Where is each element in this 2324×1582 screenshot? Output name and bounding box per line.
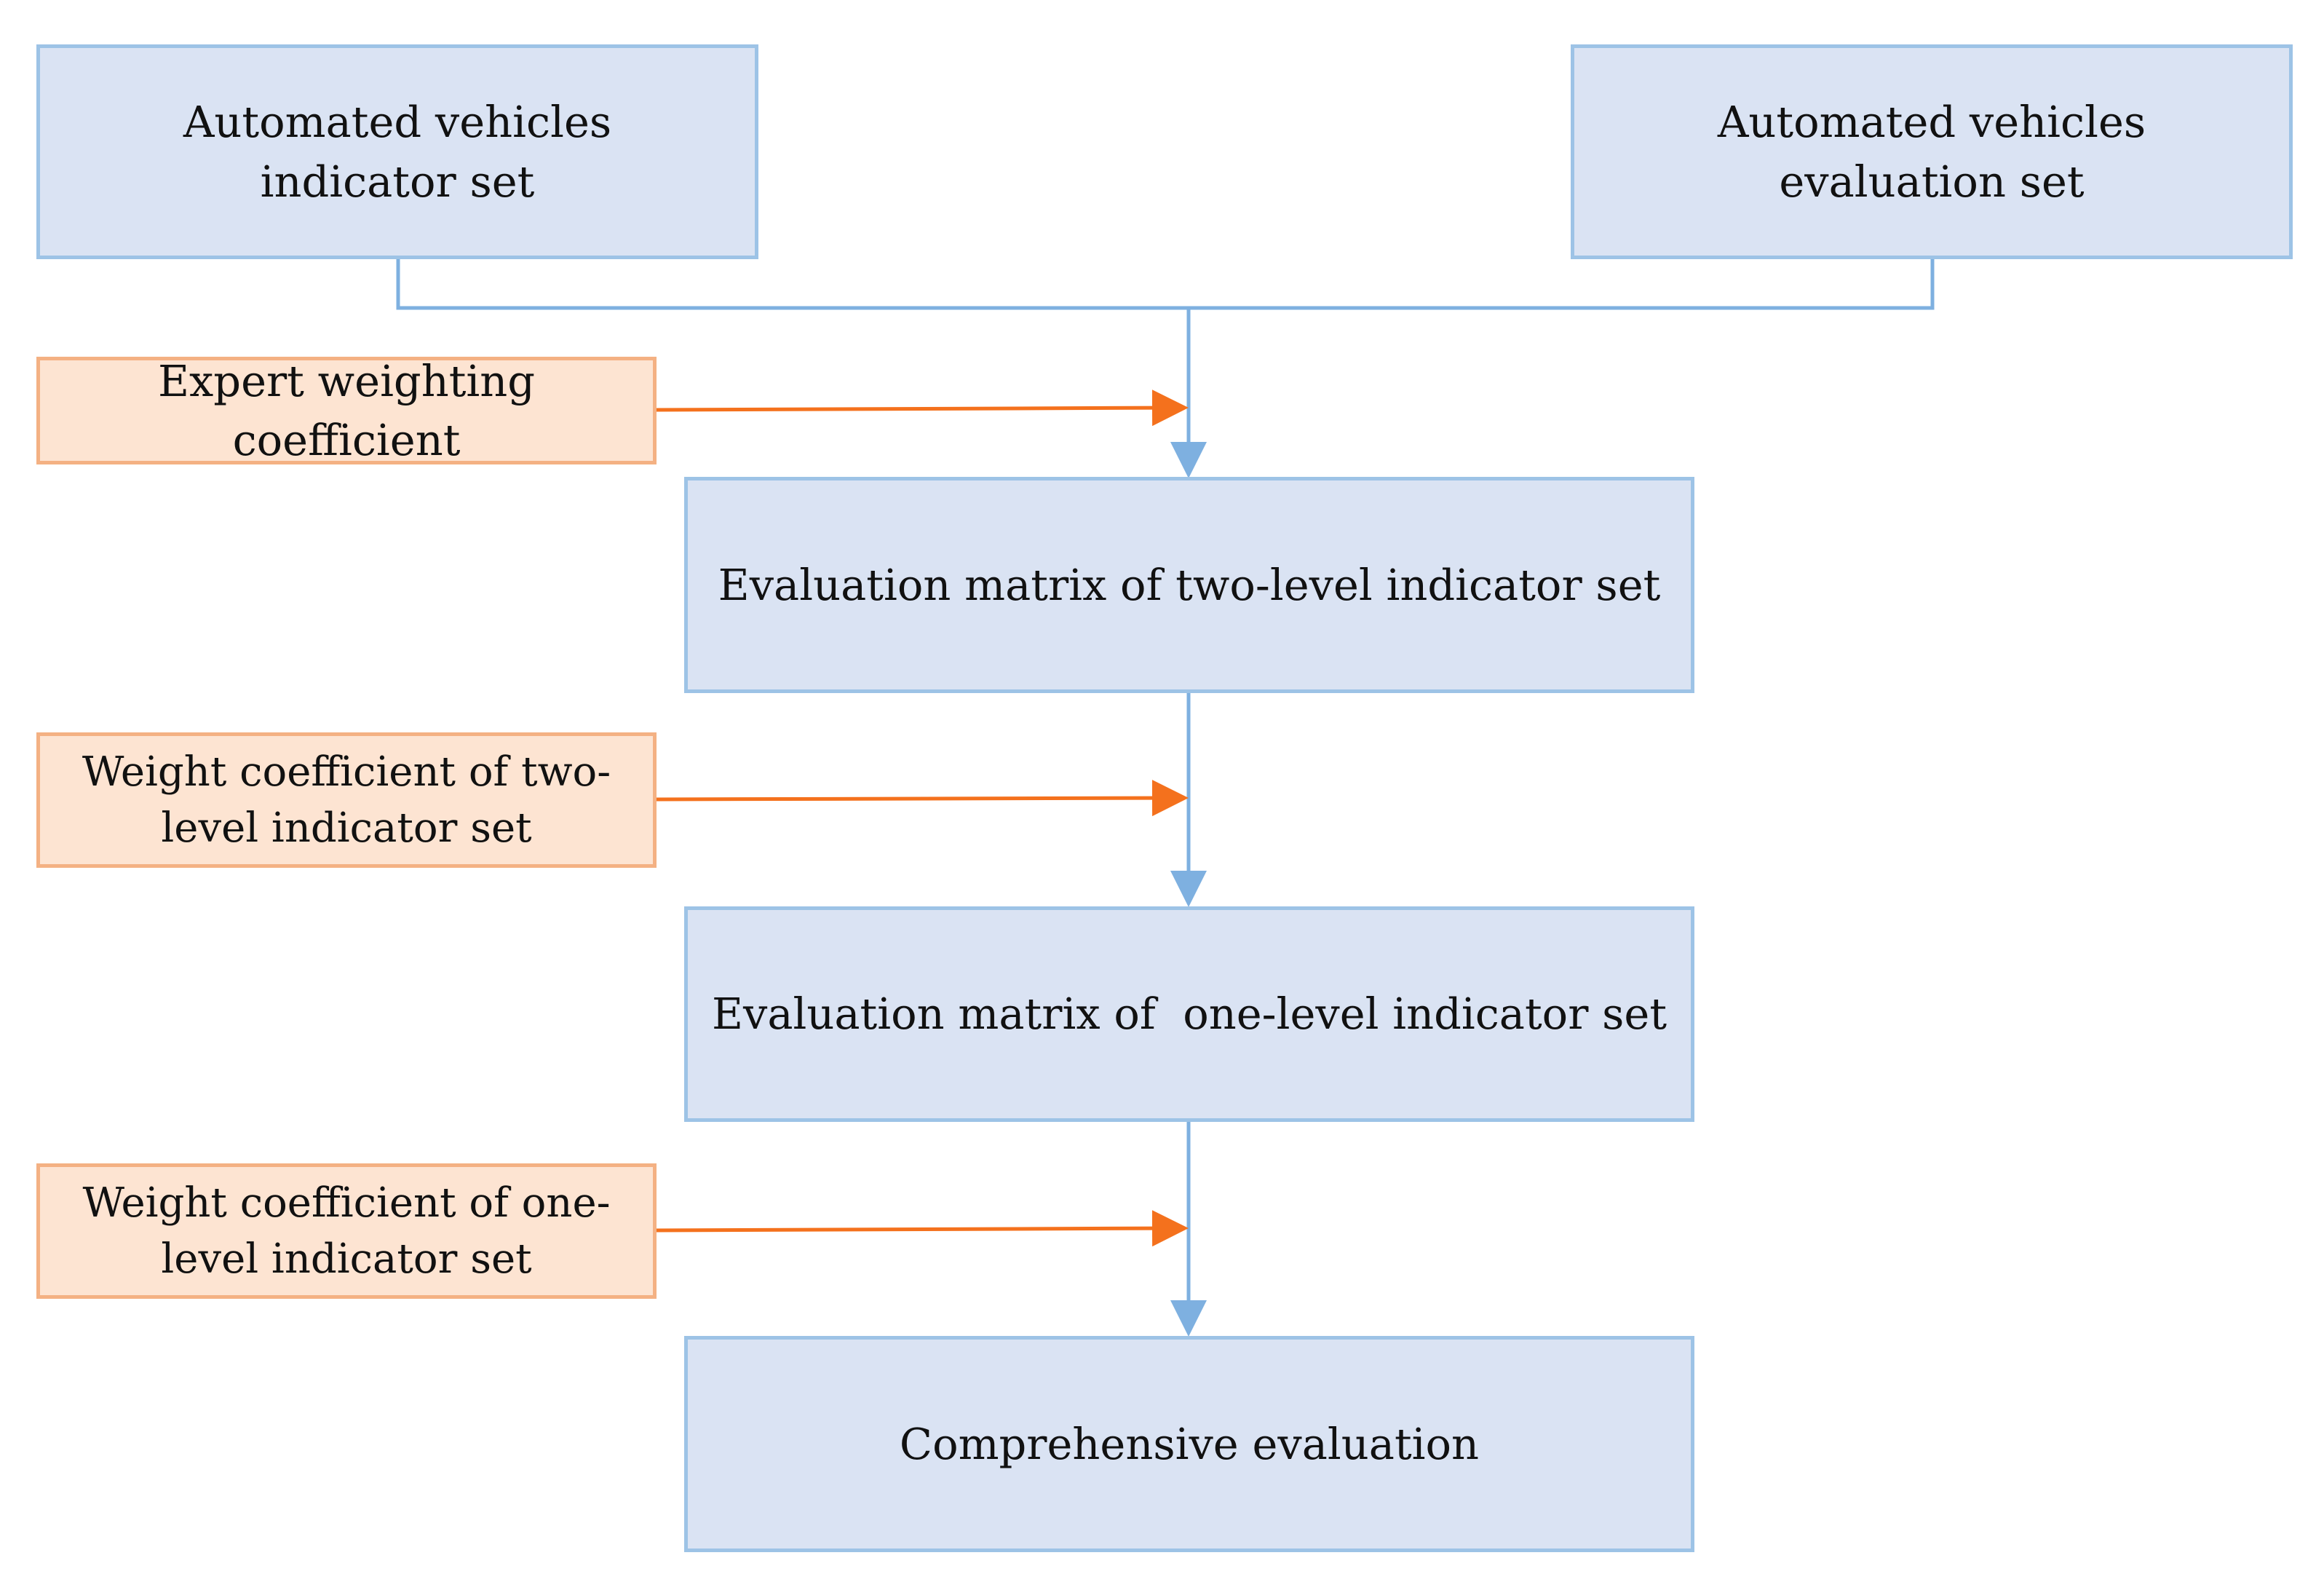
evaluation-set-label: Automated vehicles evaluation set <box>1717 97 2146 207</box>
weight-two-level-label: Weight coefficient of two-level indicato… <box>82 748 611 852</box>
indicator-set-box: Automated vehicles indicator set <box>36 44 758 259</box>
expert-weighting-label: Expert weighting coefficient <box>157 355 536 465</box>
indicator-set-label: Automated vehicles indicator set <box>183 97 612 207</box>
expert-weighting-box: Expert weighting coefficient <box>36 356 657 465</box>
weight-two-level-box: Weight coefficient of two-level indicato… <box>36 732 657 868</box>
comprehensive-evaluation-box: Comprehensive evaluation <box>684 1336 1694 1552</box>
input-arrow-expert-weighting <box>656 389 1189 427</box>
one-level-matrix-label: Evaluation matrix of one-level indicator… <box>711 989 1667 1040</box>
input-arrow-weight-one-level <box>656 1210 1189 1247</box>
weight-one-level-label: Weight coefficient of one-level indicato… <box>82 1179 611 1283</box>
merge-bracket-line <box>396 259 1935 310</box>
weight-one-level-box: Weight coefficient of one-level indicato… <box>36 1163 657 1299</box>
one-level-matrix-box: Evaluation matrix of one-level indicator… <box>684 906 1694 1122</box>
comprehensive-evaluation-label: Comprehensive evaluation <box>899 1418 1480 1469</box>
input-arrow-weight-two-level <box>656 780 1189 817</box>
two-level-matrix-box: Evaluation matrix of two-level indicator… <box>684 477 1694 693</box>
evaluation-set-box: Automated vehicles evaluation set <box>1571 44 2293 259</box>
two-level-matrix-label: Evaluation matrix of two-level indicator… <box>718 559 1661 610</box>
